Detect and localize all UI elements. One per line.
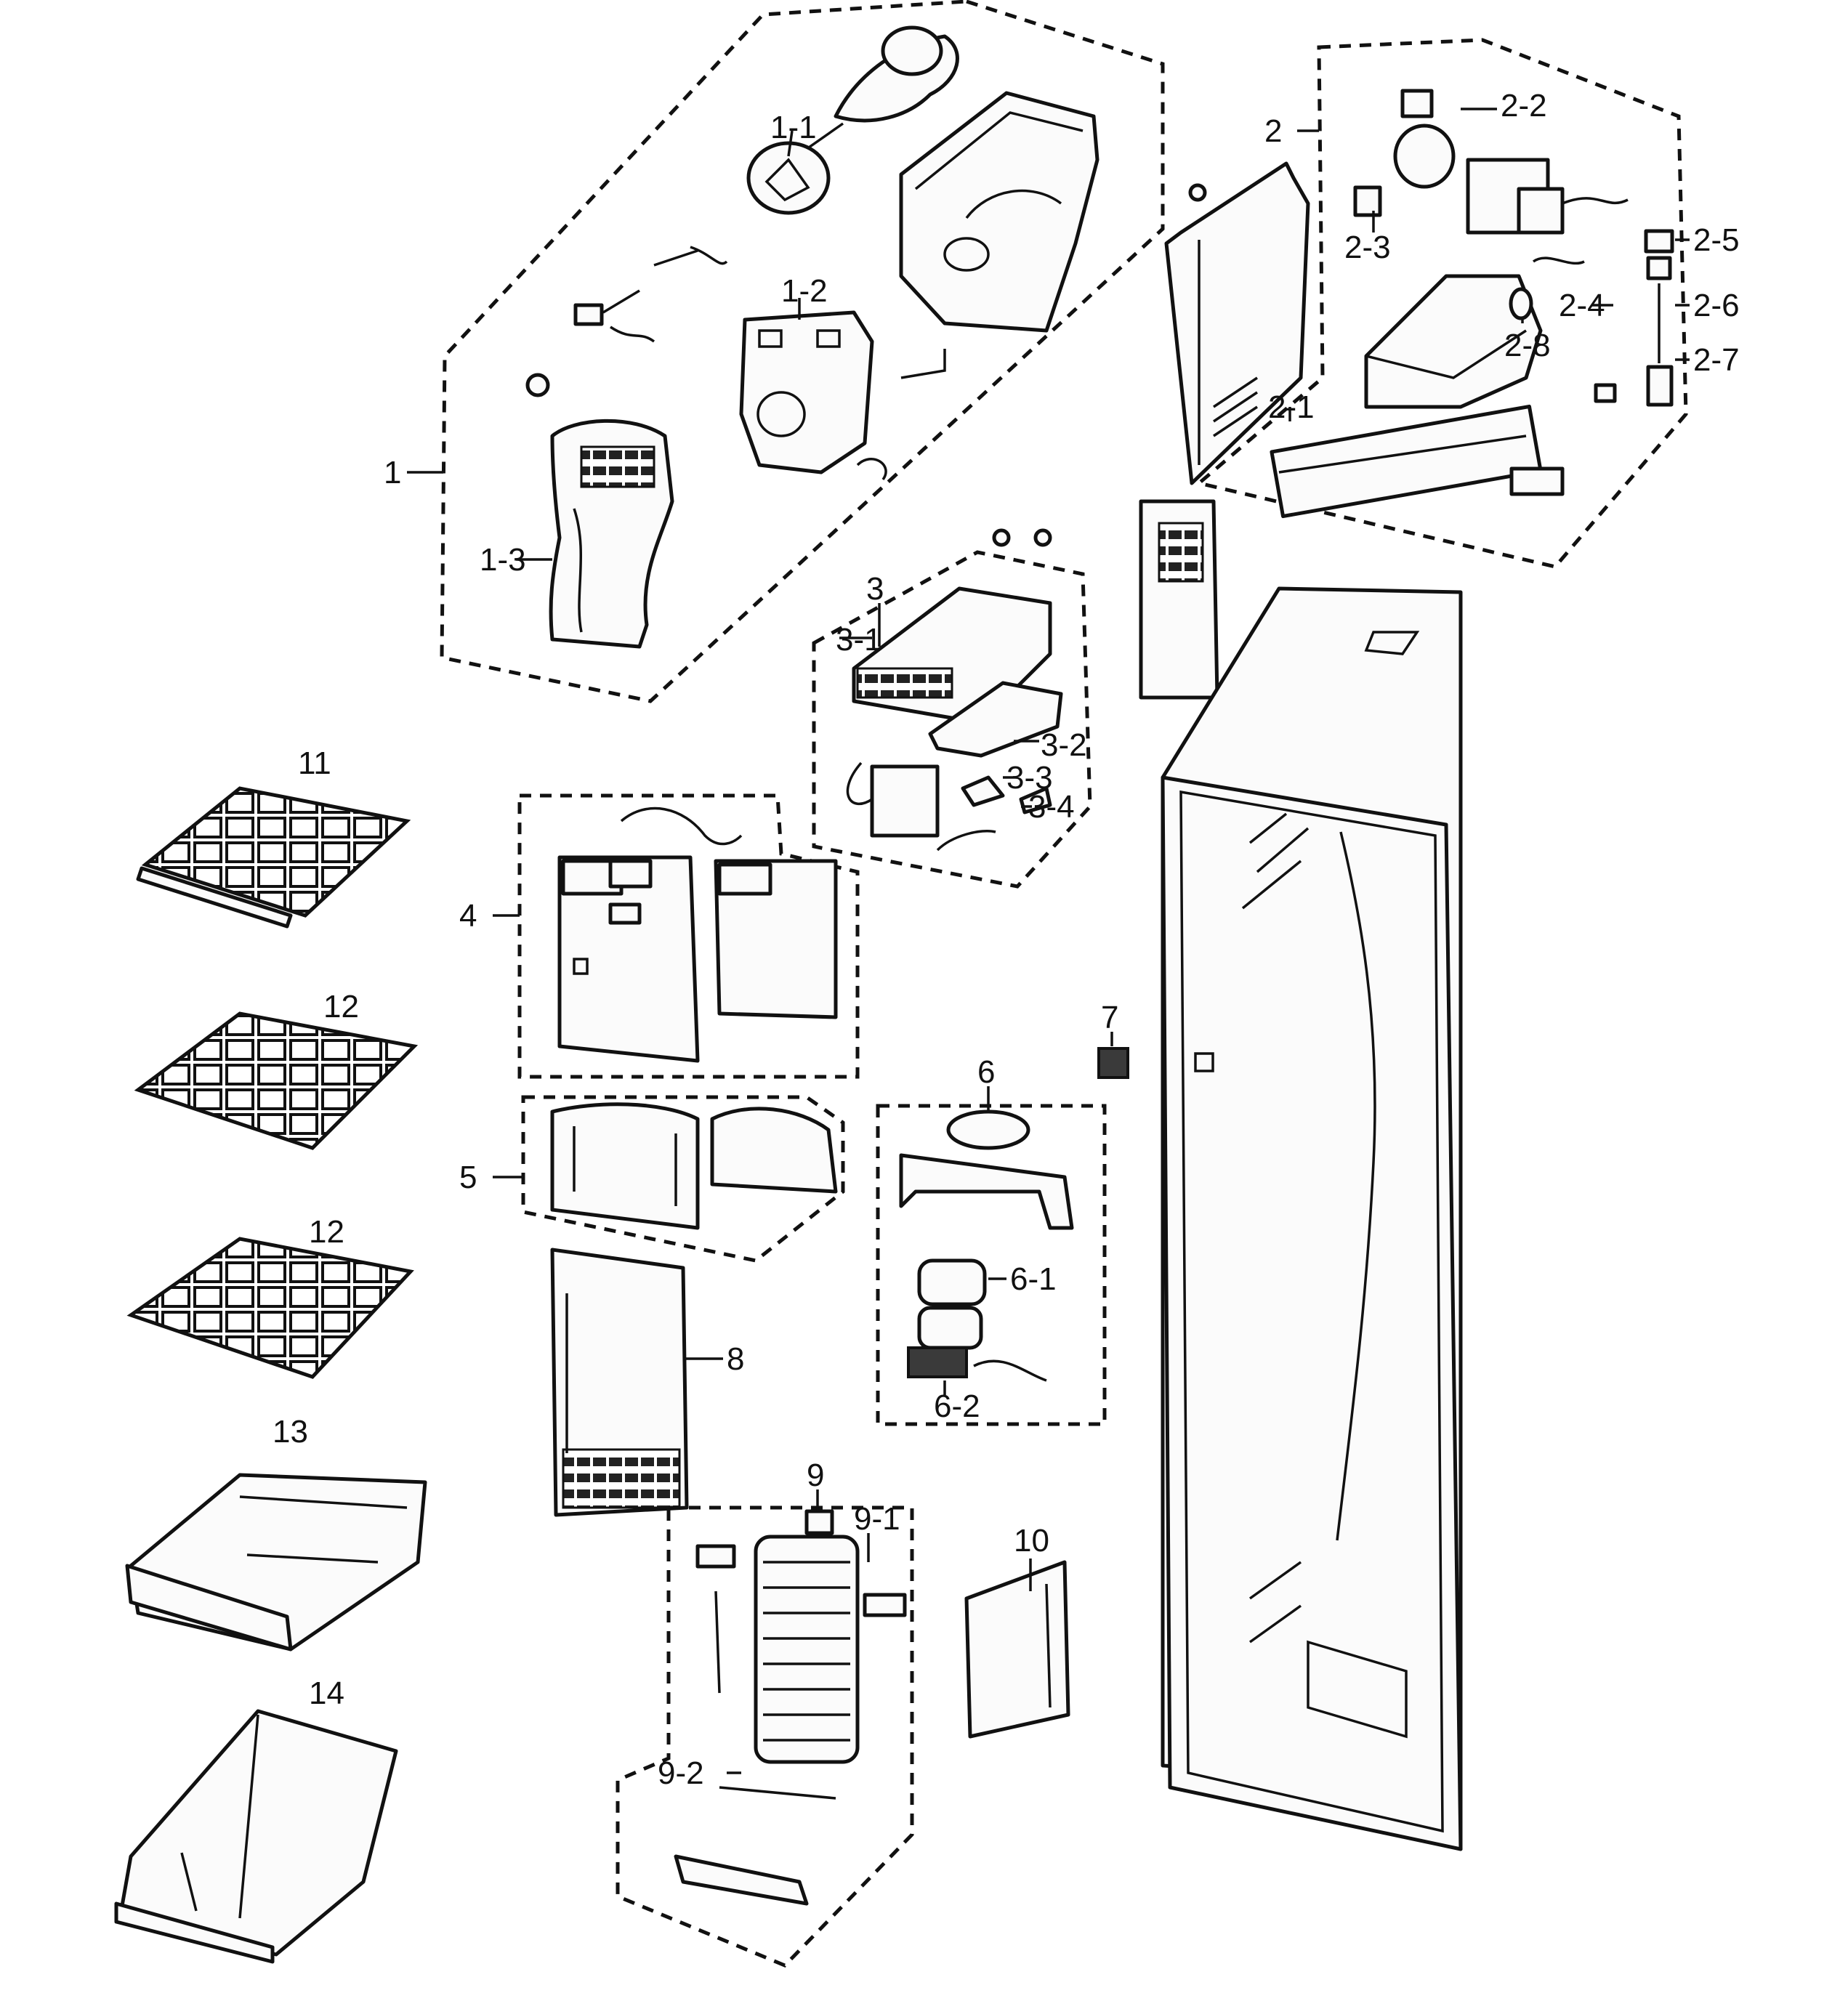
shelf-11 [136,786,411,929]
assembly-3-ice-maker [812,528,1092,889]
callout-3-2: 3-2 [1041,727,1087,763]
callout-3-4: 3-4 [1028,789,1075,825]
callout-2-6: 2-6 [1693,288,1740,323]
callout-2-3: 2-3 [1344,230,1391,265]
group-4-boundary [517,793,860,1079]
callout-2-1: 2-1 [1268,389,1315,425]
leader-lines [407,108,1690,1774]
callout-12-upper: 12 [323,989,359,1024]
callout-1-3: 1-3 [480,542,526,578]
callout-3: 3 [866,571,884,607]
refrigerator-cabinet [1161,586,1463,1851]
callout-5: 5 [459,1160,477,1195]
group-6-boundary [876,1104,1107,1426]
callout-12-lower: 12 [309,1214,344,1250]
callout-labels: 1 1-1 1-2 1-3 2 2-1 2-2 2-3 2-4 2-5 2-6 … [273,88,1740,1791]
assembly-9-condenser [616,1505,914,1968]
callout-10: 10 [1014,1523,1049,1559]
assembly-6-water-valve [876,1104,1107,1426]
group-2-boundary [1195,38,1688,569]
callout-6: 6 [977,1054,995,1090]
callout-2-2: 2-2 [1501,88,1547,124]
callout-8: 8 [727,1341,744,1377]
group-1-boundary [440,0,1165,703]
shelf-12-upper [134,1011,419,1150]
part-10-container [964,1560,1070,1739]
callout-3-1: 3-1 [836,622,882,658]
callout-7: 7 [1101,1000,1118,1035]
callout-9: 9 [807,1458,824,1493]
callout-9-2: 9-2 [658,1755,704,1791]
callout-2-5: 2-5 [1693,222,1740,258]
drawer-14 [114,1709,398,1964]
callout-1-2: 1-2 [781,273,828,309]
callout-6-2: 6-2 [934,1388,980,1424]
callout-2-4: 2-4 [1559,288,1605,323]
callout-2: 2 [1264,113,1282,149]
group-3-boundary [812,550,1092,889]
group-9-boundary [616,1505,914,1968]
callout-1: 1 [384,455,401,490]
callout-2-8: 2-8 [1504,328,1551,363]
callout-9-1: 9-1 [854,1501,900,1537]
part-7-switch [1097,1047,1129,1079]
callout-13: 13 [273,1414,308,1450]
callout-14: 14 [309,1675,344,1711]
callout-3-3: 3-3 [1006,760,1053,796]
assembly-4-dispenser-panel [517,793,860,1079]
callout-4: 4 [459,898,477,934]
callout-1-1: 1-1 [770,110,817,145]
callout-2-7: 2-7 [1693,342,1740,378]
part-8-front-panel [550,1248,689,1517]
callout-6-1: 6-1 [1010,1261,1057,1297]
shelf-12-lower [126,1237,414,1379]
assembly-5-housing-covers [521,1095,845,1263]
assembly-2-evaporator-fan [1139,38,1688,700]
callout-11: 11 [298,745,331,781]
drawer-13 [125,1473,427,1652]
group-5-boundary [521,1095,845,1263]
assembly-1-ice-bucket [440,0,1165,703]
